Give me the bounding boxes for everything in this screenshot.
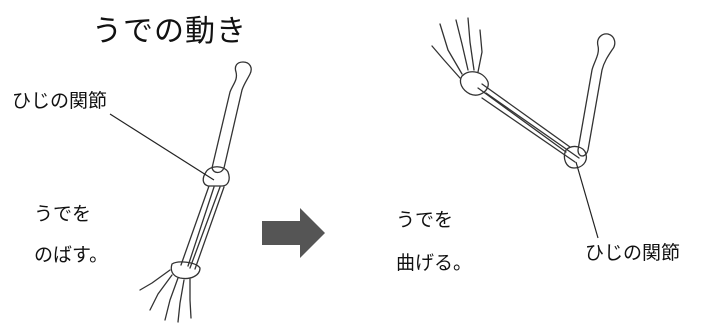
bend-caption-line1: うでを bbox=[396, 209, 454, 231]
stretch-caption-line2: のばす。 bbox=[34, 244, 109, 266]
wrist-left bbox=[170, 261, 201, 280]
elbow-joint-label-left: ひじの関節 bbox=[12, 90, 108, 112]
ulna-right bbox=[481, 92, 580, 163]
hand-left bbox=[139, 269, 192, 323]
bend-caption-line2: 曲げる。 bbox=[396, 252, 473, 274]
wrist-right bbox=[459, 71, 489, 96]
humerus-left bbox=[211, 61, 252, 174]
elbow-leader-left bbox=[109, 113, 215, 181]
radius-left bbox=[180, 185, 215, 267]
elbow-right bbox=[563, 145, 588, 169]
elbow-joint-label-right: ひじの関節 bbox=[585, 242, 681, 264]
ulna-left bbox=[189, 186, 225, 270]
bent-arm-illustration bbox=[431, 17, 616, 169]
stretch-caption-line1: うでを bbox=[34, 203, 92, 225]
elbow-leader-right bbox=[575, 161, 599, 239]
straight-arm-illustration bbox=[139, 61, 252, 323]
elbow-left bbox=[202, 166, 230, 187]
humerus-right bbox=[577, 33, 616, 157]
right-arrow-icon bbox=[262, 208, 325, 258]
radius-right bbox=[477, 83, 571, 153]
page-title: うでの動き bbox=[92, 14, 247, 49]
hand-right bbox=[431, 17, 483, 79]
